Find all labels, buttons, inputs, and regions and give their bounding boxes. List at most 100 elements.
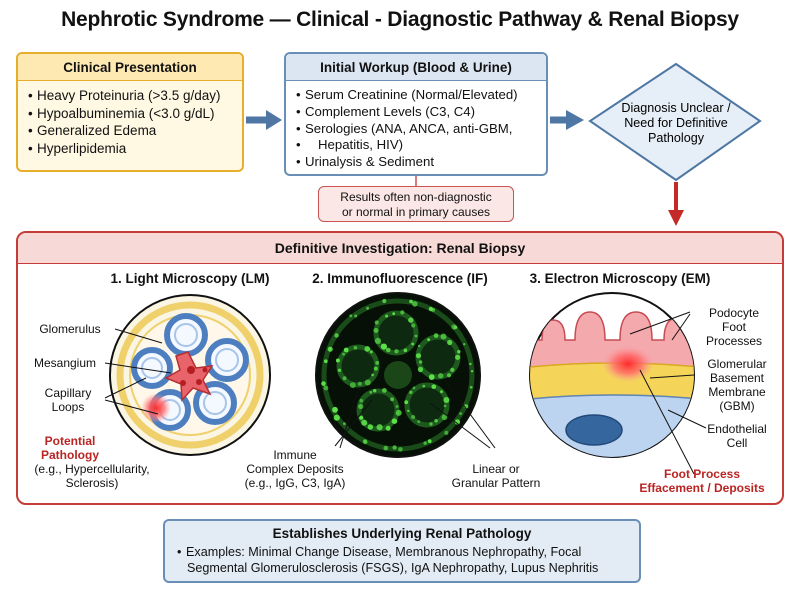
fluorescent-speck xyxy=(423,441,427,445)
fluorescent-speck xyxy=(433,333,439,338)
fluorescent-deposits xyxy=(321,298,474,452)
fluorescent-speck xyxy=(443,397,450,403)
immunofluorescence-glomerulus xyxy=(315,292,481,458)
list-item: Hypoalbuminemia (<3.0 g/dL) xyxy=(28,105,242,123)
fluorescent-speck xyxy=(362,439,368,444)
clinical-presentation-header: Clinical Presentation xyxy=(18,54,242,81)
fluorescent-speck xyxy=(374,320,379,325)
fluorescent-speck xyxy=(403,348,408,353)
fluorescent-speck xyxy=(417,420,421,424)
label-pathology-examples: (e.g., Hypercellularity,Sclerosis) xyxy=(34,462,150,490)
results-note-box: Results often non-diagnostic or normal i… xyxy=(318,186,514,222)
fluorescent-speck xyxy=(335,358,340,363)
fluorescent-speck xyxy=(412,386,416,390)
fluorescent-speck xyxy=(409,390,413,394)
fluorescent-speck xyxy=(324,359,328,364)
underlying-pathology-box: Establishes Underlying Renal Pathology •… xyxy=(163,519,641,583)
fluorescent-speck xyxy=(431,307,436,312)
fluorescent-speck xyxy=(395,405,399,408)
fluorescent-speck xyxy=(408,317,414,323)
underlying-pathology-header: Establishes Underlying Renal Pathology xyxy=(272,526,532,541)
fluorescent-speck xyxy=(455,354,461,360)
fluorescent-speck xyxy=(343,347,349,353)
fluorescent-speck xyxy=(463,343,466,346)
fluorescent-speck xyxy=(469,385,473,389)
immunofluorescence-title: 2. Immunofluorescence (IF) xyxy=(312,271,488,286)
fluorescent-speck xyxy=(337,368,342,372)
clinical-presentation-box: Clinical Presentation Heavy Proteinuria … xyxy=(16,52,244,172)
fluorescent-speck xyxy=(334,333,339,338)
fluorescent-speck xyxy=(450,367,455,372)
diamond-text: Need for Definitive xyxy=(624,116,728,130)
label-glomerulus: Glomerulus xyxy=(39,322,101,336)
list-item: Heavy Proteinuria (>3.5 g/day) xyxy=(28,87,242,105)
fluorescent-speck xyxy=(333,414,340,421)
fluorescent-speck xyxy=(394,349,399,354)
fluorescent-speck xyxy=(342,352,345,356)
diamond-text: Diagnosis Unclear / xyxy=(621,101,731,115)
fluorescent-speck xyxy=(359,398,364,403)
fluorescent-speck xyxy=(407,409,410,413)
fluorescent-speck xyxy=(411,342,415,346)
fluorescent-speck xyxy=(369,391,373,394)
list-item: Hyperlipidemia xyxy=(28,140,242,158)
light-microscopy-glomerulus xyxy=(109,294,271,456)
em-leader-lines xyxy=(629,311,707,475)
list-item: Generalized Edema xyxy=(28,122,242,140)
list-item: Complement Levels (C3, C4) xyxy=(296,104,546,121)
fluorescent-speck xyxy=(392,445,397,450)
fluorescent-speck xyxy=(390,397,394,402)
fluorescent-speck xyxy=(359,415,364,420)
fluorescent-speck xyxy=(383,445,389,451)
list-item: Serologies (ANA, ANCA, anti-GBM, xyxy=(296,121,546,138)
fluorescent-speck xyxy=(395,409,402,416)
lm-leader-lines xyxy=(104,328,172,415)
fluorescent-speck xyxy=(398,447,403,452)
fluorescent-speck xyxy=(371,373,374,377)
if-leader-lines xyxy=(334,379,496,449)
fluorescent-speck xyxy=(358,403,364,410)
fluorescent-speck xyxy=(353,346,358,350)
fluorescent-speck xyxy=(438,373,444,379)
fluorescent-speck xyxy=(412,301,418,307)
fluorescent-speck xyxy=(385,425,391,431)
fluorescent-speck xyxy=(411,323,416,328)
page-title: Nephrotic Syndrome — Clinical - Diagnost… xyxy=(61,8,739,31)
fluorescent-speck xyxy=(444,430,449,435)
fluorescent-speck xyxy=(443,404,447,408)
fluorescent-speck xyxy=(373,389,377,393)
fluorescent-speck xyxy=(440,390,443,394)
results-note-line: or normal in primary causes xyxy=(341,204,491,219)
fluorescent-speck xyxy=(457,350,461,354)
fluorescent-speck xyxy=(469,362,472,366)
arrow-down-icon xyxy=(668,182,684,226)
fluorescent-speck xyxy=(428,374,435,380)
fluorescent-speck xyxy=(415,353,422,359)
fluorescent-speck xyxy=(391,418,398,425)
fluorescent-speck xyxy=(447,339,453,346)
fluorescent-speck xyxy=(374,337,381,344)
fluorescent-speck xyxy=(429,422,433,426)
fluorescent-speck xyxy=(441,414,448,421)
diagnosis-diamond xyxy=(588,62,762,182)
fluorescent-speck xyxy=(382,388,387,393)
light-microscopy-title: 1. Light Microscopy (LM) xyxy=(110,271,270,286)
fluorescent-speck xyxy=(321,381,326,386)
electron-microscopy-view xyxy=(529,292,695,458)
fluorescent-speck xyxy=(328,347,332,350)
fluorescent-speck xyxy=(392,312,396,316)
fluorescent-speck xyxy=(409,299,413,304)
fluorescent-speck xyxy=(376,424,383,431)
fluorescent-speck xyxy=(323,385,329,391)
fluorescent-speck xyxy=(404,400,409,405)
fluorescent-speck xyxy=(375,361,380,365)
fluorescent-speck xyxy=(357,381,362,386)
